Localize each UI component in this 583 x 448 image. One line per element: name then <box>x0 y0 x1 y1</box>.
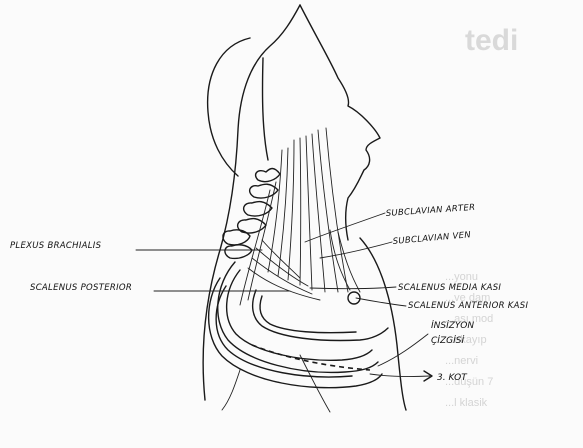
muscle-fiber <box>300 138 301 285</box>
background-line: ...nervi <box>445 355 478 367</box>
rib <box>216 286 352 377</box>
incision-line <box>252 345 370 370</box>
vessel <box>338 232 360 292</box>
label-subclavian-ven: SUBCLAVIAN VEN <box>392 230 471 247</box>
background-line: ...l klasik <box>445 397 488 409</box>
background-heading: tedi <box>465 24 518 57</box>
plexus-nerve <box>248 268 320 300</box>
torso-line <box>222 370 240 410</box>
back-of-head-outline <box>208 38 250 176</box>
neck-line <box>263 58 268 160</box>
rib <box>218 262 378 372</box>
background-line: ...yonu <box>445 271 478 283</box>
vertebra <box>225 245 252 259</box>
label-3-kot: 3. KOT <box>437 373 468 383</box>
muscle-fiber <box>288 140 294 280</box>
background-page: tedi ...yonu ...ve dam ...ası mod ...eka… <box>445 24 518 409</box>
rib <box>227 270 372 360</box>
ribs <box>209 262 388 388</box>
vertebra <box>256 169 280 182</box>
label-scalenus-posterior: SCALENUS POSTERIOR <box>30 283 132 293</box>
muscle-fiber <box>312 134 325 292</box>
label-insizyon-line1: İNSİZYON <box>431 320 474 331</box>
muscle-fiber <box>326 128 348 292</box>
label-plexus-brachialis: PLEXUS BRACHIALIS <box>10 241 102 251</box>
vertebra <box>244 202 272 216</box>
vertebra <box>223 230 250 245</box>
label-insizyon-line2: ÇİZGİSİ <box>431 335 464 346</box>
leader-scalenus-anterior <box>356 298 406 306</box>
body-outline <box>203 5 406 412</box>
muscle-fiber <box>278 148 288 276</box>
muscle-fiber <box>248 182 276 300</box>
plexus-nerve <box>252 258 312 294</box>
muscle-fiber <box>306 136 312 290</box>
cervical-vertebrae <box>223 169 280 259</box>
label-scalenus-anterior: SCALENUS ANTERIOR KASI <box>408 301 528 311</box>
arm-line <box>300 355 330 412</box>
label-scalenus-media: SCALENUS MEDIA KASI <box>398 283 501 293</box>
label-subclavian-arter: SUBCLAVIAN ARTER <box>386 203 476 219</box>
leader-scalenus-media <box>310 287 396 289</box>
face-profile-outline <box>300 5 380 240</box>
first-rib <box>260 296 356 333</box>
leader-insizyon <box>378 334 428 366</box>
